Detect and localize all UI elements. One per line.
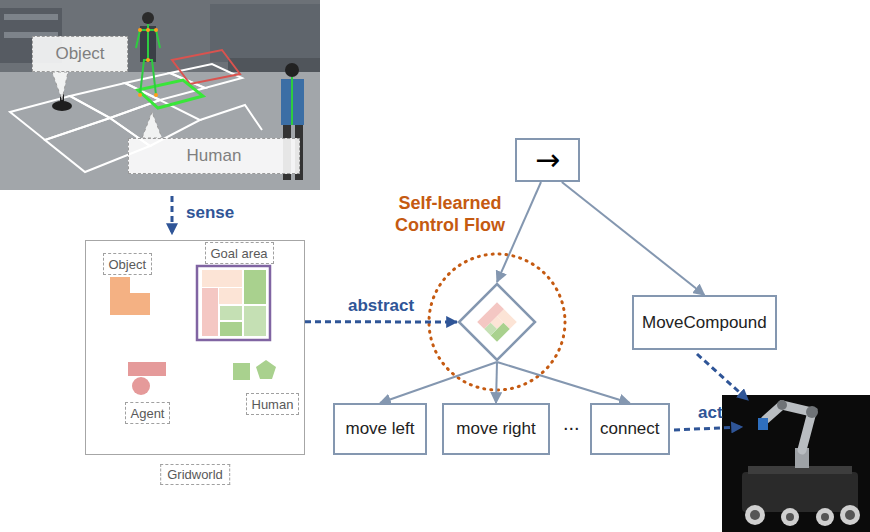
sense-arrow [171,196,174,234]
callout-box: Object [32,36,128,72]
ellipsis: ... [563,412,580,435]
grid-tag: Human [246,393,300,415]
action-label: move right [456,419,535,439]
flow-label: act [698,403,723,423]
tree-connector [496,362,497,403]
grid-tag: Goal area [205,242,274,264]
diamond-outline [457,282,537,362]
gridworld-panel: GridworldObjectGoal areaAgentHuman [85,240,305,455]
tree-connector [380,362,497,403]
callout-text: Human [187,146,242,166]
flow-label: sense [186,203,234,223]
sequence-symbol: → [535,145,560,175]
callout-text: Object [55,44,104,64]
action-box: move right [442,403,550,455]
action-label: connect [600,419,660,439]
sequence-node: → [515,138,580,182]
edge-label: abstract [346,296,416,316]
abstract-arrow [305,320,457,323]
tag-text: Goal area [211,246,268,261]
tag-text: Agent [131,406,165,421]
control-flow-diamond: Self-learned Control Flow [457,282,537,362]
callout-box: Human [128,138,300,174]
gridworld-objects [110,266,276,395]
grid-tag: Object [103,253,153,275]
tree-connector [562,182,705,295]
tag-text: Human [252,397,294,412]
flow-heading: Self-learned Control Flow [385,192,515,236]
action-box: MoveCompound [632,295,777,350]
act-arrow [697,354,748,400]
action-label: move left [346,419,415,439]
action-label: MoveCompound [642,313,767,333]
robot-photo [722,395,870,532]
grid-tag: Agent [125,402,171,424]
action-box: move left [333,403,427,455]
action-box: connect [590,403,670,455]
act-arrow [674,427,742,430]
diamond-shape [459,284,535,360]
tree-connector [497,362,630,403]
lab-photo [0,0,320,190]
diamond-icon [477,302,517,342]
tag-text: Object [109,257,147,272]
panel-heading: Gridworld [160,464,230,485]
